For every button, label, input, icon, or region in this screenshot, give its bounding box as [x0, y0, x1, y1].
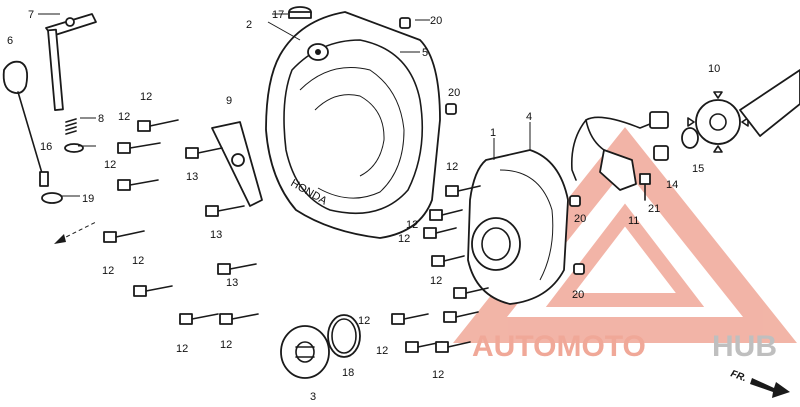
direction-label: FR. — [729, 368, 748, 384]
callout-12: 12 — [376, 345, 388, 357]
callout-12: 12 — [132, 255, 144, 267]
callout-13: 13 — [210, 229, 222, 241]
part-16-washer — [64, 143, 84, 153]
callout-20: 20 — [448, 87, 460, 99]
callout-14: 14 — [666, 179, 678, 191]
part-2-clutch-cover: HONDA — [265, 11, 441, 239]
bolt-12 — [431, 255, 465, 267]
part-18-o-ring — [327, 314, 361, 358]
bolt-12 — [423, 227, 457, 239]
callout-12: 12 — [430, 275, 442, 287]
callout-12: 12 — [140, 91, 152, 103]
part-17-plug — [288, 6, 312, 19]
callout-12: 12 — [104, 159, 116, 171]
callout-5: 5 — [422, 47, 428, 59]
part-20-dowel — [399, 17, 585, 275]
part-19-o-ring — [41, 192, 63, 204]
callout-12: 12 — [358, 315, 370, 327]
callout-6: 6 — [7, 35, 13, 47]
bolt-12 — [117, 142, 161, 154]
bolt-12 — [391, 313, 429, 325]
callout-13: 13 — [186, 171, 198, 183]
bolt-12 — [179, 313, 219, 325]
bolt-21 — [639, 173, 651, 201]
callout-12: 12 — [446, 161, 458, 173]
callout-labels: 7 6 2 17 20 5 12 9 20 8 12 1 4 10 16 12 … — [7, 9, 720, 403]
bolt-12 — [443, 311, 479, 323]
part-6-dipstick — [2, 60, 49, 187]
watermark-wordmark: AUTOMOTO HUB — [472, 330, 777, 363]
callout-12: 12 — [398, 233, 410, 245]
assembly-arrow-icon — [54, 221, 97, 244]
callout-20: 20 — [572, 289, 584, 301]
bolts — [103, 119, 651, 353]
callout-10: 10 — [708, 63, 720, 75]
callout-12: 12 — [432, 369, 444, 381]
watermark-brand-right: HUB — [712, 330, 777, 363]
direction-indicator: FR. — [729, 368, 790, 398]
bolt-12 — [133, 285, 173, 297]
leader-lines — [38, 13, 531, 197]
bolt-12 — [117, 179, 159, 191]
part-15-washer — [681, 127, 699, 149]
callout-8: 8 — [98, 113, 104, 125]
part-11-pulse-generator — [570, 111, 669, 191]
bolt-12 — [435, 341, 471, 353]
callout-13: 13 — [226, 277, 238, 289]
callout-18: 18 — [342, 367, 354, 379]
callout-4: 4 — [526, 111, 532, 123]
part-9-bracket — [211, 121, 263, 207]
callout-20: 20 — [430, 15, 442, 27]
callout-20: 20 — [574, 213, 586, 225]
callout-7: 7 — [28, 9, 34, 21]
callout-12: 12 — [102, 265, 114, 277]
part-3-cap — [280, 325, 330, 379]
callout-1: 1 — [490, 127, 496, 139]
bolt-12 — [219, 313, 259, 325]
bolt-13 — [205, 205, 245, 217]
callout-17: 17 — [272, 9, 284, 21]
callout-11: 11 — [628, 215, 639, 227]
part-14-nut — [653, 145, 669, 161]
part-8-spring — [65, 118, 77, 135]
callout-16: 16 — [40, 141, 52, 153]
part-7-lever — [45, 13, 97, 111]
callout-2: 2 — [246, 19, 252, 31]
callout-12: 12 — [406, 219, 418, 231]
bolt-13 — [217, 263, 257, 275]
bolt-12 — [429, 209, 463, 221]
callout-12: 12 — [176, 343, 188, 355]
callout-9: 9 — [226, 95, 232, 107]
bolt-12 — [103, 230, 145, 243]
bolt-13 — [185, 147, 223, 159]
bolt-12 — [445, 185, 481, 197]
front-arrow-icon — [750, 378, 790, 398]
watermark-brand-left: AUTOMOTO — [472, 330, 646, 363]
bolt-12 — [453, 287, 489, 299]
callout-15: 15 — [692, 163, 704, 175]
part-10-gear — [687, 69, 800, 153]
callout-21: 21 — [648, 203, 660, 215]
callout-3: 3 — [310, 391, 316, 403]
part-1-right-cover — [467, 149, 569, 305]
callout-12: 12 — [118, 111, 130, 123]
callout-19: 19 — [82, 193, 94, 205]
bolt-12 — [137, 119, 179, 132]
callout-12: 12 — [220, 339, 232, 351]
